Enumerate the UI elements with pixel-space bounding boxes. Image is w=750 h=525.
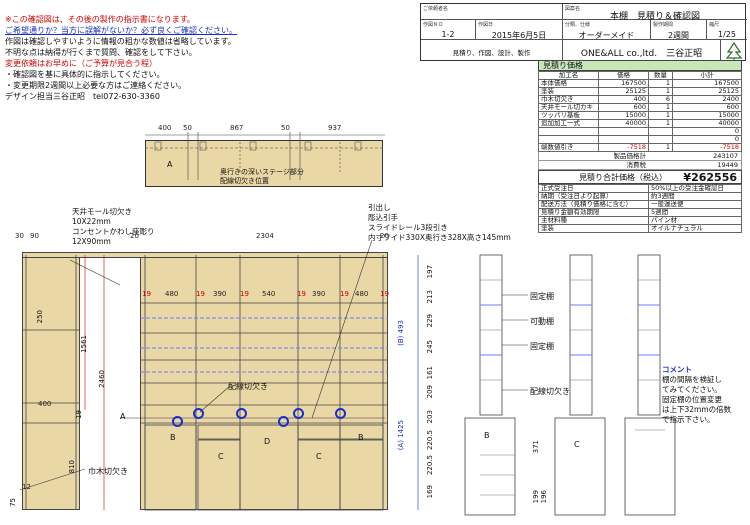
drawing-no: 1-2 — [441, 30, 455, 39]
lead-time: 2週間 — [667, 31, 690, 40]
baseboard-cut-label: 巾木切欠き — [88, 467, 128, 476]
side-lines — [464, 254, 676, 516]
comment-title: コメント — [662, 365, 692, 374]
cabinet-c: C — [218, 452, 224, 461]
dim-19: 19 — [75, 410, 83, 419]
date-cell: 作図日 2015年6月5日 — [476, 20, 563, 40]
ceiling-strip — [22, 252, 388, 258]
note-line: 不明な点は納得が行くまで質問、確認をして下さい。 — [5, 48, 197, 57]
note-line: ご希望通りか？当方に誤解がないか？必ず良くご確認ください。 — [5, 26, 237, 35]
note-line: ・変更期限2週間以上必要な方はご連絡ください。 — [5, 81, 187, 90]
cabinet-b: B — [358, 433, 364, 442]
company-cell: ONE&ALL co.,ltd. 三谷正昭 — [563, 40, 721, 61]
description: 見積り、作図、設計、製作 — [452, 49, 531, 57]
scale-cell: 縮尺 1/25 — [707, 20, 747, 40]
title-block: ご依頼者名 図案名 本棚 見積り＆確認図 作図ＮＯ 1-2 作図日 2015年6… — [420, 3, 747, 62]
cabinet-b: B — [170, 433, 176, 442]
front-lines — [19, 240, 419, 511]
product-total-label: 製品価格計 — [613, 152, 647, 160]
note-line: 作図は確認しやすいように情報の粗かな数値は省略しています。 — [5, 37, 236, 46]
drawing-no-cell: 作図ＮＯ 1-2 — [421, 20, 476, 40]
product-total: 243107 — [713, 152, 738, 160]
note-line: 変更依頼はお早めに（ご予算が見合う程） — [5, 59, 157, 68]
tax-label: 消費税 — [626, 161, 647, 169]
table-row: 0 — [538, 127, 742, 136]
cabinet-c: C — [316, 452, 322, 461]
ceiling-note: 天井モール切欠き 10X22mm コンセントかわし座彫り 12X90mm — [72, 207, 155, 246]
dim-75: 75 — [9, 498, 17, 507]
tree-logo-icon — [724, 41, 744, 62]
drawing-date: 2015年6月5日 — [491, 31, 547, 40]
fixed-shelf-label: 固定棚 — [530, 292, 554, 301]
wiring-hole-icon — [236, 408, 247, 419]
company-name: ONE&ALL co.,ltd. 三谷正昭 — [580, 49, 703, 59]
bookshelf-body — [140, 255, 388, 510]
note-line: デザイン担当三谷正昭 tel072-630-3360 — [5, 92, 160, 101]
dim-b-493: (B) 493 — [397, 320, 405, 346]
note-line: ・確認図を基に具体的に指示してください。 — [5, 70, 165, 79]
wiring-hole-icon — [278, 416, 289, 427]
wiring-cut-label: 配線切欠き — [228, 382, 268, 391]
side-wiring-cut-label: 配線切欠き — [530, 387, 570, 396]
grand-total-value: ¥262556 — [683, 171, 737, 184]
dim-2460: 2460 — [98, 370, 106, 388]
wiring-hole-icon — [335, 408, 346, 419]
cabinet-d: D — [264, 437, 271, 446]
section-a-label: A — [120, 412, 126, 421]
fixed-shelf-label: 固定棚 — [530, 342, 554, 351]
plan-lines — [145, 132, 385, 180]
dim-810: 810 — [68, 460, 76, 474]
wiring-hole-icon — [172, 416, 183, 427]
drawing-name-cell: 図案名 本棚 見積り＆確認図 — [563, 4, 747, 22]
side-cabinet-b: B — [484, 431, 490, 440]
lead-cell: 製作期間 2週間 — [651, 20, 707, 40]
note-line: ※この確認図は、その後の製作の指示書になります。 — [5, 15, 195, 24]
dim-400: 400 — [38, 400, 52, 408]
wiring-hole-icon — [193, 408, 204, 419]
grand-total-label: 見積り合計価格（税込） — [579, 173, 667, 182]
dim-12: 12 — [22, 483, 31, 491]
side-cabinet-c: C — [574, 440, 580, 449]
wiring-hole-icon — [293, 408, 304, 419]
left-column — [22, 255, 80, 510]
category: オーダーメイド — [578, 31, 635, 40]
dim-250: 250 — [36, 310, 44, 324]
table-row: 塗装オイルナチュラル — [538, 224, 742, 233]
dim-a-1425: (A) 1425 — [397, 420, 405, 451]
comment-box: コメント 棚の間隔を検証し てみてください。 固定棚の位置変更 は上下32mmの… — [662, 365, 732, 424]
notes-block: ※この確認図は、その後の製作の指示書になります。 ご希望通りか？当方に誤解がない… — [5, 14, 237, 102]
category-cell: 分類、仕様 オーダーメイド — [563, 20, 651, 40]
plan-label-a: A — [167, 160, 173, 169]
desc-cell: 見積り、作図、設計、製作 — [421, 40, 563, 61]
tax-value: 19449 — [717, 161, 738, 169]
estimate-title: 見積り価格 — [538, 60, 742, 71]
customer-cell: ご依頼者名 — [421, 4, 563, 20]
plan-note: 奥行きの深いステージ部分 配線切欠き位置 — [220, 168, 304, 185]
table-row: 主材料種パイン材 — [538, 216, 742, 225]
subtotals: 製品価格計 243107 消費税 19449 — [538, 152, 742, 170]
dim-1561: 1561 — [80, 335, 88, 353]
drawing-name: 本棚 見積り＆確認図 — [609, 12, 700, 22]
grand-total: 見積り合計価格（税込） ¥262556 — [538, 170, 742, 184]
movable-shelf-label: 可動棚 — [530, 317, 554, 326]
plan-board — [145, 140, 383, 187]
drawer-note: 引出し 彫込引手 スライドレール3段引き 内寸ワイド330X奥行き328X高さ1… — [368, 203, 511, 242]
scale: 1/25 — [718, 30, 736, 39]
